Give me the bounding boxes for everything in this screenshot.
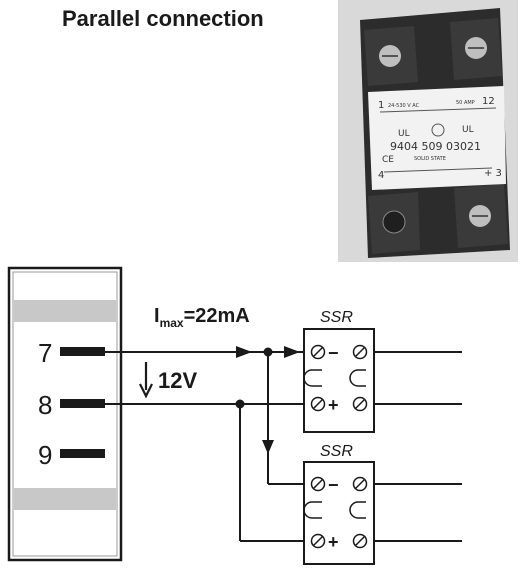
screw-terminal-icon xyxy=(310,396,326,412)
terminal-9-label: 9 xyxy=(38,440,52,470)
terminal-7-label: 7 xyxy=(38,338,52,368)
ssr-2-label: SSR xyxy=(320,443,353,460)
photo-pin-4: 4 xyxy=(378,170,384,181)
photo-pin-1: 1 xyxy=(378,100,384,111)
photo-pin-2: 12 xyxy=(482,96,495,107)
terminal-8-pin xyxy=(60,399,105,408)
ssr-product-photo: 1 24-530 V AC 50 AMP 12 UL UL 9404 509 0… xyxy=(338,0,518,262)
photo-small-text: SOLID STATE xyxy=(414,156,446,162)
junction-dot xyxy=(235,399,245,409)
screw-terminal-icon xyxy=(352,533,368,549)
screw-terminal-icon xyxy=(352,476,368,492)
photo-rating-right: 50 AMP xyxy=(456,100,475,106)
ssr-2-plus: + xyxy=(328,532,339,552)
photo-pin-3: + 3 xyxy=(484,168,502,179)
voltage-arrow-icon xyxy=(139,362,153,399)
ssr-1-minus: − xyxy=(328,343,339,363)
photo-rating-left: 24-530 V AC xyxy=(388,103,420,109)
arrowheads xyxy=(236,346,300,454)
controller-module xyxy=(7,266,123,562)
ul-mark-icon: UL xyxy=(462,125,474,135)
ce-mark-icon: CE xyxy=(382,155,394,165)
ssr-2-minus: − xyxy=(328,475,339,495)
ssr-relay-2: SSR − + xyxy=(303,443,375,565)
terminal-8-label: 8 xyxy=(38,390,52,420)
screw-icon xyxy=(379,37,491,234)
screw-terminal-icon xyxy=(310,476,326,492)
screw-terminal-icon xyxy=(310,533,326,549)
screw-terminal-icon xyxy=(352,396,368,412)
diagram-title: Parallel connection xyxy=(62,6,264,31)
current-label: Imax=22mA xyxy=(154,305,250,330)
voltage-label: 12V xyxy=(158,368,197,393)
terminal-7-pin xyxy=(60,347,105,356)
screw-terminal-icon xyxy=(352,344,368,360)
terminal-9-pin xyxy=(60,449,105,458)
ssr-1-plus: + xyxy=(328,395,339,415)
junction-dot xyxy=(263,347,273,357)
ssr-relay-1: SSR − + xyxy=(303,309,375,433)
photo-part-number: 9404 509 03021 xyxy=(390,140,481,153)
screw-terminal-icon xyxy=(310,344,326,360)
ul-mark-icon: UL xyxy=(398,129,410,139)
ssr-1-label: SSR xyxy=(320,309,353,326)
